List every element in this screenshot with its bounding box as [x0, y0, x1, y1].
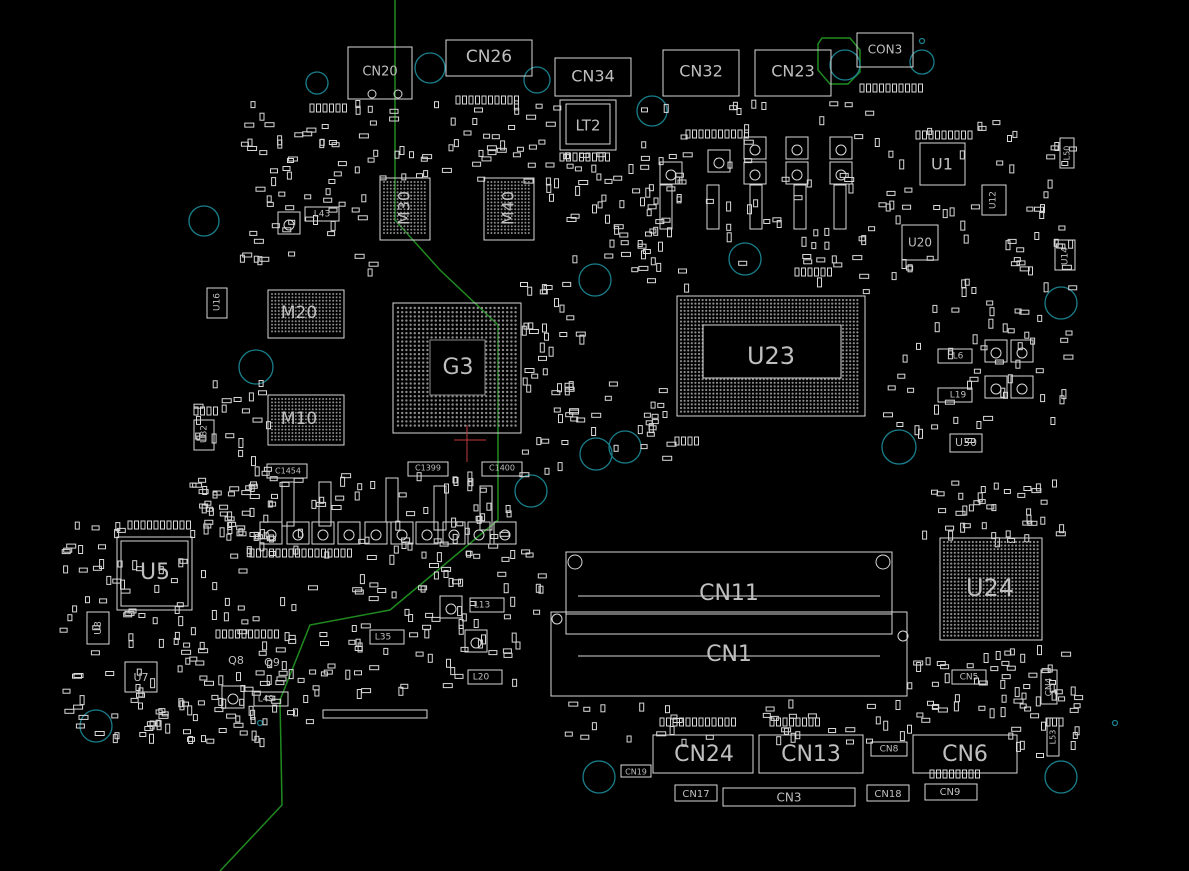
label-c1399: C1399	[415, 464, 441, 473]
pcb-trace	[219, 0, 499, 871]
label-m20: M20	[281, 303, 317, 323]
label-l6: L6	[953, 352, 964, 362]
label-l53: L53	[1049, 730, 1058, 745]
label-u5: U5	[140, 560, 170, 585]
label-cn23: CN23	[771, 62, 815, 81]
label-u12: U12	[989, 191, 999, 209]
label-u20: U20	[908, 236, 932, 250]
label-u8: U8	[93, 621, 104, 635]
bga-ball-arrays	[271, 181, 1039, 637]
label-u14: U14	[1061, 247, 1071, 265]
label-cn13: CN13	[781, 742, 841, 767]
label-cn4: CN4	[1045, 677, 1055, 696]
label-g3: G3	[442, 355, 473, 380]
silkscreen-labels: U5 U7 U8 U16 U82 M20 M10 M30 M40 G3 U23 …	[93, 43, 1072, 805]
smd-components	[59, 83, 1084, 779]
label-cn8: CN8	[880, 745, 899, 755]
inductor-outlines	[253, 206, 973, 707]
label-cn34: CN34	[571, 67, 615, 86]
label-m10: M10	[281, 409, 317, 429]
label-cn24: CN24	[674, 742, 734, 767]
label-l50: L50	[1063, 146, 1072, 161]
label-cn11: CN11	[699, 581, 759, 606]
pcb-trace-pad	[817, 37, 861, 85]
label-con3: CON3	[868, 43, 902, 57]
label-cn32: CN32	[679, 62, 723, 81]
label-cn9: CN9	[940, 787, 961, 798]
label-m30: M30	[395, 191, 414, 225]
label-u16: U16	[213, 293, 223, 311]
label-l49: L49	[258, 695, 275, 705]
label-m40: M40	[499, 191, 518, 225]
label-cn5: CN5	[960, 673, 979, 683]
label-cn3: CN3	[777, 791, 802, 805]
label-q9: Q9	[264, 656, 280, 669]
label-cn19: CN19	[625, 768, 647, 777]
label-q8: Q8	[228, 654, 244, 667]
label-l35: L35	[375, 633, 391, 643]
label-l13: L13	[474, 601, 490, 611]
label-c1400: C1400	[489, 464, 515, 473]
label-u1: U1	[931, 155, 953, 174]
label-cn26: CN26	[466, 47, 512, 67]
label-u7: U7	[133, 671, 148, 684]
label-l19: L19	[950, 391, 967, 401]
label-u82: U82	[200, 425, 210, 443]
label-cn20: CN20	[362, 65, 397, 80]
label-c1454: C1454	[275, 467, 301, 476]
label-u24: U24	[966, 574, 1014, 602]
label-u23: U23	[747, 342, 795, 370]
connector-outlines	[322, 32, 1075, 807]
label-u30: U30	[955, 436, 977, 449]
chip-outlines	[86, 99, 1076, 693]
label-l20: L20	[473, 673, 490, 683]
mounting-holes	[79, 37, 1119, 794]
label-cn6: CN6	[942, 742, 988, 767]
label-lt2: LT2	[576, 117, 601, 135]
label-cn18: CN18	[874, 789, 901, 800]
label-cn1: CN1	[706, 642, 752, 667]
label-cn17: CN17	[682, 789, 709, 800]
label-l43: L43	[314, 210, 330, 220]
